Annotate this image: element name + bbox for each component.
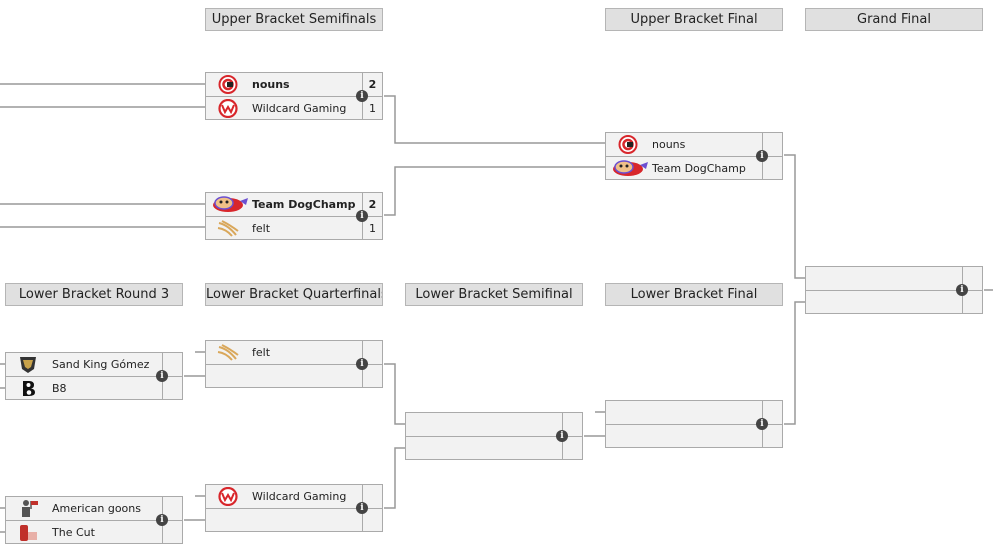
match-info-icon[interactable]: i [356, 502, 368, 514]
team-score [362, 509, 382, 532]
felt-logo-icon [216, 343, 240, 362]
dogchamp-logo-icon [610, 159, 650, 178]
match-info-icon[interactable]: i [956, 284, 968, 296]
team-name: nouns [252, 78, 290, 91]
team-row[interactable] [806, 267, 982, 290]
team-score: 2 [362, 73, 382, 96]
nouns-logo-icon [216, 75, 240, 94]
header-lower-bracket-quarterfinals: Lower Bracket Quarterfinals [205, 283, 383, 306]
header-lower-bracket-round-3: Lower Bracket Round 3 [5, 283, 183, 306]
nouns-logo-icon [616, 135, 640, 154]
match-lower-semifinal[interactable]: i [405, 412, 583, 460]
team-score [762, 401, 782, 424]
match-info-icon[interactable]: i [356, 358, 368, 370]
wildcard-logo-icon [216, 486, 240, 507]
team-row[interactable]: felt 1 [206, 216, 382, 240]
team-row[interactable] [606, 401, 782, 424]
match-info-icon[interactable]: i [156, 514, 168, 526]
match-lower-round3-2[interactable]: American goons The Cut i [5, 496, 183, 544]
team-name: The Cut [52, 526, 95, 539]
team-score [762, 157, 782, 180]
team-row[interactable]: The Cut [6, 520, 182, 544]
felt-logo-icon [216, 219, 240, 238]
match-upper-final[interactable]: nouns Team DogChamp i [605, 132, 783, 180]
team-row[interactable]: B8 [6, 376, 182, 400]
team-name: felt [252, 346, 271, 359]
team-name: American goons [52, 502, 141, 515]
match-lower-quarterfinal-2[interactable]: Wildcard Gaming i [205, 484, 383, 532]
american-goons-logo-icon [16, 499, 40, 518]
team-score [562, 437, 582, 460]
team-score [962, 291, 982, 314]
team-row[interactable] [206, 364, 382, 388]
team-name: nouns [652, 138, 686, 151]
team-score: 1 [362, 97, 382, 120]
b8-logo-icon [16, 379, 40, 398]
match-grand-final[interactable]: i [805, 266, 983, 314]
team-name: Wildcard Gaming [252, 102, 347, 115]
team-score [362, 485, 382, 508]
team-score [162, 521, 182, 544]
team-row[interactable] [406, 413, 582, 436]
wildcard-logo-icon [216, 98, 240, 119]
header-lower-bracket-final: Lower Bracket Final [605, 283, 783, 306]
team-row[interactable] [206, 508, 382, 532]
team-name: B8 [52, 382, 67, 395]
team-name: felt [252, 222, 271, 235]
team-row[interactable]: Sand King Gómez [6, 353, 182, 376]
team-score [762, 425, 782, 448]
team-row[interactable]: nouns [606, 133, 782, 156]
the-cut-logo-icon [16, 523, 40, 542]
team-row[interactable] [806, 290, 982, 314]
team-row[interactable]: Team DogChamp [606, 156, 782, 180]
match-info-icon[interactable]: i [756, 150, 768, 162]
team-row[interactable] [406, 436, 582, 460]
team-score [362, 341, 382, 364]
team-name: Team DogChamp [252, 198, 356, 211]
match-info-icon[interactable]: i [356, 210, 368, 222]
match-lower-quarterfinal-1[interactable]: felt i [205, 340, 383, 388]
match-lower-final[interactable]: i [605, 400, 783, 448]
team-row[interactable]: Team DogChamp 2 [206, 193, 382, 216]
team-score [362, 365, 382, 388]
header-grand-final: Grand Final [805, 8, 983, 31]
team-row[interactable]: Wildcard Gaming 1 [206, 96, 382, 120]
team-row[interactable]: Wildcard Gaming [206, 485, 382, 508]
team-score [562, 413, 582, 436]
match-info-icon[interactable]: i [556, 430, 568, 442]
match-lower-round3-1[interactable]: Sand King Gómez B8 i [5, 352, 183, 400]
team-row[interactable] [606, 424, 782, 448]
match-upper-semifinal-2[interactable]: Team DogChamp 2 felt 1 i [205, 192, 383, 240]
match-info-icon[interactable]: i [756, 418, 768, 430]
team-name: Team DogChamp [652, 162, 746, 175]
header-upper-bracket-semifinals: Upper Bracket Semifinals [205, 8, 383, 31]
match-info-icon[interactable]: i [356, 90, 368, 102]
team-row[interactable]: American goons [6, 497, 182, 520]
dogchamp-logo-icon [210, 195, 250, 214]
team-score [162, 497, 182, 520]
sand-king-gomez-logo-icon [16, 355, 40, 374]
team-score [762, 133, 782, 156]
team-row[interactable]: nouns 2 [206, 73, 382, 96]
match-info-icon[interactable]: i [156, 370, 168, 382]
team-name: Sand King Gómez [52, 358, 150, 371]
team-score: 1 [362, 217, 382, 240]
team-score: 2 [362, 193, 382, 216]
team-name: Wildcard Gaming [252, 490, 347, 503]
header-upper-bracket-final: Upper Bracket Final [605, 8, 783, 31]
header-lower-bracket-semifinal: Lower Bracket Semifinal [405, 283, 583, 306]
team-score [962, 267, 982, 290]
match-upper-semifinal-1[interactable]: nouns 2 Wildcard Gaming 1 i [205, 72, 383, 120]
team-row[interactable]: felt [206, 341, 382, 364]
team-score [162, 377, 182, 400]
team-score [162, 353, 182, 376]
